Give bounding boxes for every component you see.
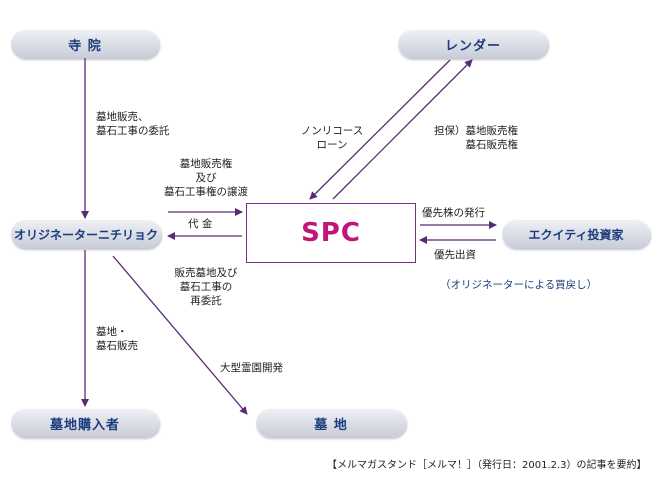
label-collateral: 担保）墓地販売権 墓石販売権 [434,125,518,151]
label-buyback: （オリジネーターによる買戻し） [440,279,598,291]
node-equity: エクイティ投資家 [502,220,650,248]
arrow-lender-to-spc [309,59,451,200]
label-preferred-investment: 優先出資 [434,249,476,261]
label-preferred-issue: 優先株の発行 [422,207,485,219]
node-lender: レンダー [398,30,548,58]
label-sale-to-buyer: 墓地・ 墓石販売 [96,326,138,352]
label-payment: 代 金 [188,218,213,230]
arrow-originator-to-graveyard [112,255,248,415]
label-reconsign: 販売墓地及び 墓石工事の 再委託 [174,267,238,307]
node-temple: 寺 院 [11,30,159,58]
node-graveyard: 墓 地 [256,409,406,437]
arrow-spc-to-lender [332,59,473,200]
label-nonrecourse: ノンリコース ローン [300,125,364,151]
label-transfer: 墓地販売権 及び 墓石工事権の譲渡 [164,158,248,198]
node-spc: SPC [246,203,416,263]
node-originator: オリジネーターニチリョク [11,220,161,248]
node-buyer: 墓地購入者 [11,409,159,437]
label-temple-to-originator: 墓地販売、 墓石工事の委託 [96,111,170,137]
footer-source: 【メルマガスタンド［メルマ！］（発行日：2001.2.3）の記事を要約】 [327,460,647,471]
label-development: 大型霊園開発 [220,362,283,374]
